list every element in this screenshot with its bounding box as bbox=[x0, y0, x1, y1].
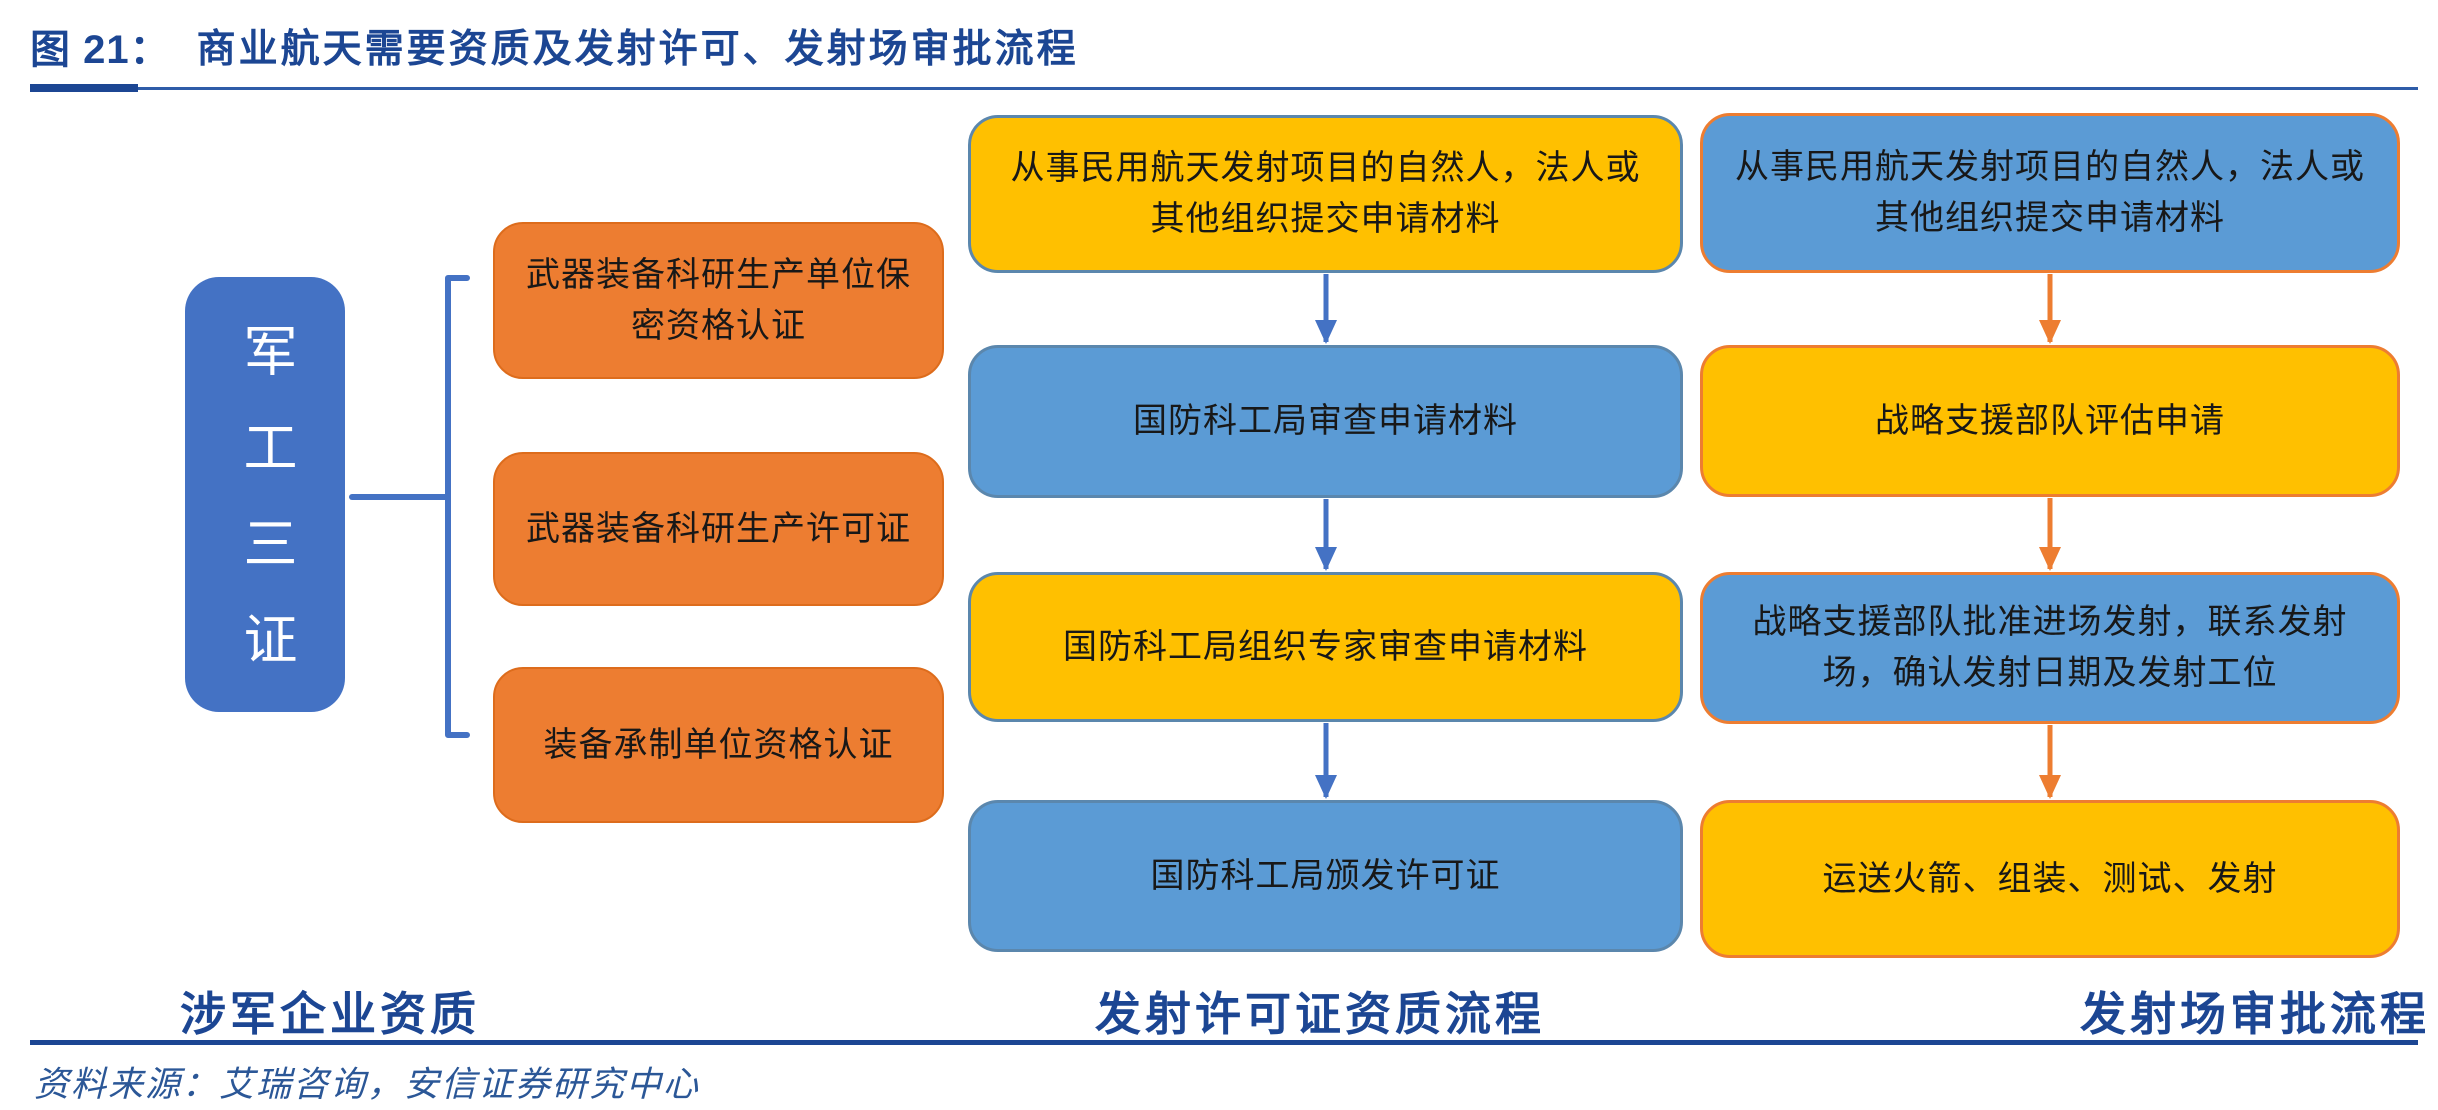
military-three-certificates-box: 军工三证 bbox=[185, 277, 345, 712]
license-flow-step-3: 国防科工局组织专家审查申请材料 bbox=[968, 572, 1683, 722]
site-flow-step-4: 运送火箭、组装、测试、发射 bbox=[1700, 800, 2400, 958]
pillar-bracket bbox=[349, 275, 470, 738]
site-flow-step-3: 战略支援部队批准进场发射，联系发射场，确认发射日期及发射工位 bbox=[1700, 572, 2400, 724]
caption-military-qualifications: 涉军企业资质 bbox=[180, 989, 480, 1040]
military-three-certificates-label: 军工三证 bbox=[235, 322, 295, 707]
figure-header: 图 21： 商业航天需要资质及发射许可、发射场审批流程 bbox=[30, 16, 2410, 76]
figure-number-label: 图 21： bbox=[30, 28, 171, 72]
source-attribution: 资料来源：艾瑞咨询，安信证券研究中心 bbox=[34, 1065, 701, 1104]
license-flow-step-1: 从事民用航天发射项目的自然人，法人或其他组织提交申请材料 bbox=[968, 115, 1683, 273]
license-flow-step-4: 国防科工局颁发许可证 bbox=[968, 800, 1683, 952]
qualification-box-contractor: 装备承制单位资格认证 bbox=[493, 667, 944, 823]
qualification-box-production-license: 武器装备科研生产许可证 bbox=[493, 452, 944, 606]
site-flow-step-2: 战略支援部队评估申请 bbox=[1700, 345, 2400, 497]
qualification-box-secrecy: 武器装备科研生产单位保密资格认证 bbox=[493, 222, 944, 379]
site-flow-step-1: 从事民用航天发射项目的自然人，法人或其他组织提交申请材料 bbox=[1700, 113, 2400, 273]
caption-license-flow: 发射许可证资质流程 bbox=[1095, 989, 1545, 1040]
caption-site-flow: 发射场审批流程 bbox=[2080, 989, 2430, 1040]
figure-title: 商业航天需要资质及发射许可、发射场审批流程 bbox=[196, 28, 1079, 71]
footer-rule bbox=[30, 1040, 2418, 1045]
license-flow-step-2: 国防科工局审查申请材料 bbox=[968, 345, 1683, 498]
title-underline-accent bbox=[30, 84, 138, 92]
title-underline bbox=[30, 87, 2418, 90]
